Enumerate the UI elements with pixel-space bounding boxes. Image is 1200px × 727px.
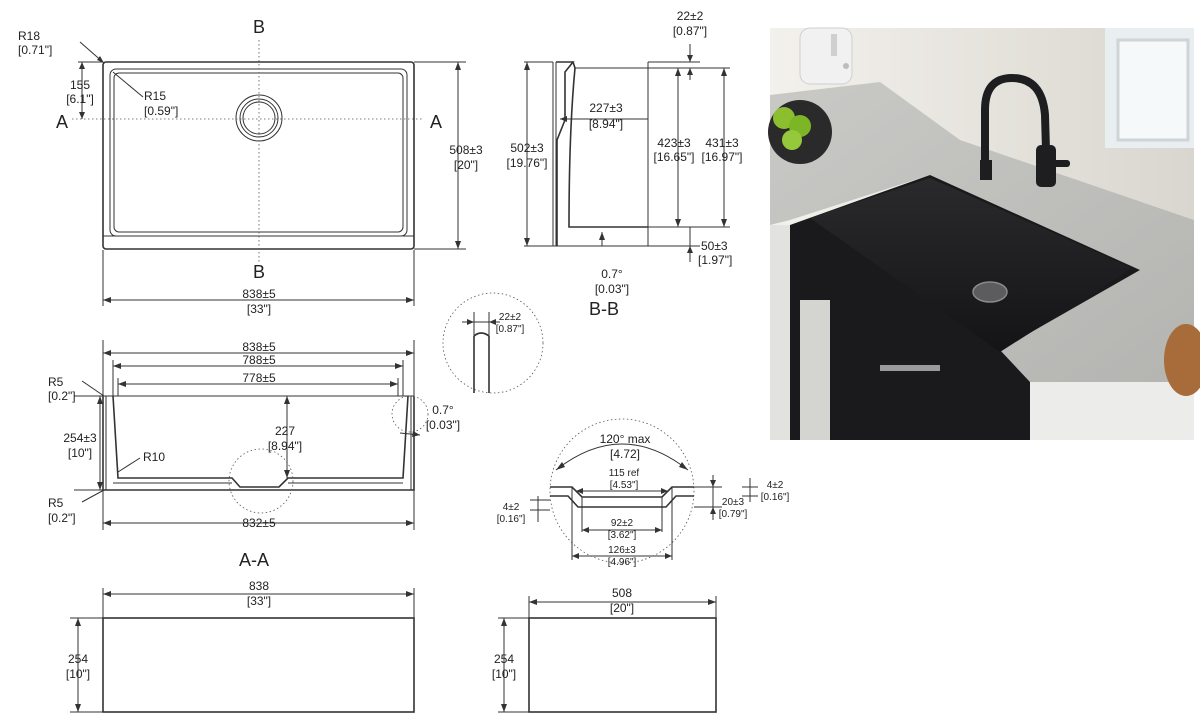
aa-d227-inch-label: [8.94"] xyxy=(268,439,302,453)
drain-ref115-label: 115 ref xyxy=(609,468,640,479)
drain-d92-label: 92±2 xyxy=(611,518,634,529)
aa-r5-top-label: R5 xyxy=(48,375,64,389)
side-h254-inch-label: [10"] xyxy=(492,667,516,681)
side-view: 508 [20"] 254 [10"] xyxy=(492,586,717,713)
bb-h431-inch-label: [16.97"] xyxy=(702,150,743,164)
drain-d4r-label: 4±2 xyxy=(767,480,784,491)
bb-d50-inch-label: [1.97"] xyxy=(698,253,732,267)
aa-w778-label: 778±5 xyxy=(242,371,276,385)
aa-h254-label: 254±3 xyxy=(63,431,97,445)
drain-d4l-label: 4±2 xyxy=(503,502,520,513)
bb-a07-label: 0.7° xyxy=(601,267,623,281)
bb-a07-inch-label: [0.03"] xyxy=(595,282,629,296)
aa-w838-label: 838±5 xyxy=(242,340,276,354)
front-h254-label: 254 xyxy=(68,652,88,666)
section-b-top-label: B xyxy=(253,17,265,37)
drain-d20-inch-label: [0.79"] xyxy=(719,509,748,520)
side-h254-label: 254 xyxy=(494,652,514,666)
drain-illustration xyxy=(972,281,1008,303)
drain-ref115-inch-label: [4.53"] xyxy=(610,480,639,491)
aa-w788-label: 788±5 xyxy=(242,353,276,367)
bb-t22-inch-label: [0.87"] xyxy=(673,24,707,38)
d155-label: 155 xyxy=(70,78,90,92)
bb-h431-label: 431±3 xyxy=(705,136,739,150)
drain-angle-label: 120° max xyxy=(600,432,651,446)
r15-label: R15 xyxy=(144,89,166,103)
h508-inch-label: [20"] xyxy=(454,158,478,172)
aa-r5-top-inch-label: [0.2"] xyxy=(48,389,76,403)
bb-h502-inch-label: [19.76"] xyxy=(507,156,548,170)
aa-r10-label: R10 xyxy=(143,450,165,464)
r18-label: R18 xyxy=(18,29,40,43)
aa-h254-inch-label: [10"] xyxy=(68,446,92,460)
section-a-left-label: A xyxy=(56,112,68,132)
drain-d92-inch-label: [3.62"] xyxy=(608,530,637,541)
section-b-bottom-label: B xyxy=(253,262,265,282)
section-a-right-label: A xyxy=(430,112,442,132)
aa-r5-bot-label: R5 xyxy=(48,496,64,510)
h508-label: 508±3 xyxy=(449,143,483,157)
bb-d227-inch-label: [8.94"] xyxy=(589,117,623,131)
w838-label: 838±5 xyxy=(242,287,276,301)
product-photo xyxy=(768,27,1200,440)
section-b-b: 22±2 [0.87"] 227±3 [8.94"] 502±3 [19.76"… xyxy=(507,9,743,319)
sink-basin-illustration xyxy=(810,178,1132,352)
toaster-illustration xyxy=(799,27,853,85)
drain-detail: 120° max [4.72] 115 ref [4.53"] 92±2 [3.… xyxy=(497,418,790,568)
faucet-illustration xyxy=(980,73,1070,187)
front-h254-inch-label: [10"] xyxy=(66,667,90,681)
front-w838-inch-label: [33"] xyxy=(247,594,271,608)
drain-d4r-inch-label: [0.16"] xyxy=(761,492,790,503)
bb-title: B-B xyxy=(589,299,619,319)
section-a-a: 838±5 788±5 778±5 R5 [0.2"] 254±3 [10"] … xyxy=(48,340,460,570)
drain-d126-inch-label: [4.96"] xyxy=(608,557,637,568)
bb-h423-inch-label: [16.65"] xyxy=(654,150,695,164)
drain-d126-label: 126±3 xyxy=(608,545,636,556)
detail-t22-label: 22±2 xyxy=(499,312,522,323)
bb-d50-label: 50±3 xyxy=(701,239,728,253)
r15-inch-label: [0.59"] xyxy=(144,104,178,118)
aa-title: A-A xyxy=(239,550,269,570)
aa-a07-inch-label: [0.03"] xyxy=(426,418,460,432)
drain-d4l-inch-label: [0.16"] xyxy=(497,514,526,525)
aa-a07-label: 0.7° xyxy=(432,403,454,417)
side-w508-label: 508 xyxy=(612,586,632,600)
bb-h502-label: 502±3 xyxy=(510,141,544,155)
front-view: 838 [33"] 254 [10"] xyxy=(66,579,415,713)
r18-inch-label: [0.71"] xyxy=(18,43,52,57)
aa-r5-bot-inch-label: [0.2"] xyxy=(48,511,76,525)
aa-w832-label: 832±5 xyxy=(242,516,276,530)
d155-inch-label: [6.1"] xyxy=(66,92,94,106)
drain-angle-inch-label: [4.72] xyxy=(610,447,640,461)
side-w508-inch-label: [20"] xyxy=(610,601,634,615)
drain-d20-label: 20±3 xyxy=(722,497,745,508)
fruit-bowl-illustration xyxy=(768,100,832,164)
top-view: B B A A R18 [0.71"] 155 [6.1"] R15 [0.59… xyxy=(18,17,483,316)
detail-t22-inch-label: [0.87"] xyxy=(496,324,525,335)
bb-d227-label: 227±3 xyxy=(589,101,623,115)
aa-d227-label: 227 xyxy=(275,424,295,438)
bb-t22-label: 22±2 xyxy=(677,9,704,23)
w838-inch-label: [33"] xyxy=(247,302,271,316)
front-w838-label: 838 xyxy=(249,579,269,593)
bb-h423-label: 423±3 xyxy=(657,136,691,150)
wall-detail: 22±2 [0.87"] xyxy=(442,292,544,394)
